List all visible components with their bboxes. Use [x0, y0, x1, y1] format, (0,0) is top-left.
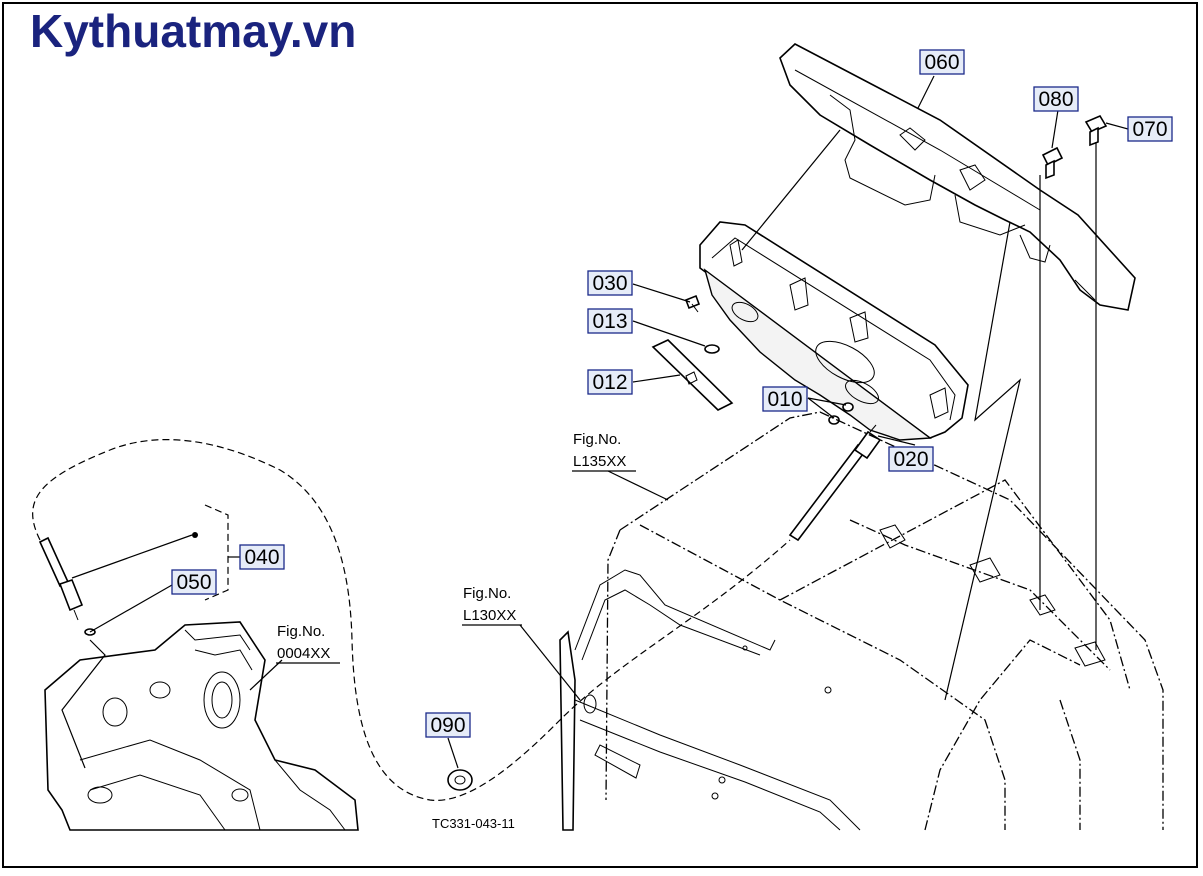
svg-text:010: 010	[767, 388, 802, 411]
svg-text:080: 080	[1038, 88, 1073, 111]
oring-013	[704, 344, 720, 354]
label-013[interactable]: 013	[587, 308, 633, 334]
svg-text:0004XX: 0004XX	[277, 645, 330, 662]
bolt-070	[1084, 114, 1108, 147]
guide-line-panel	[741, 129, 841, 251]
label-050[interactable]: 050	[171, 569, 217, 595]
svg-text:L135XX: L135XX	[573, 453, 626, 470]
label-080[interactable]: 080	[1033, 86, 1079, 112]
leader-lines	[89, 75, 1129, 769]
label-090[interactable]: 090	[425, 712, 471, 738]
sensor-040	[38, 536, 96, 636]
svg-text:013: 013	[592, 310, 627, 333]
svg-text:Fig.No.: Fig.No.	[277, 623, 325, 640]
meter-cover-060	[779, 43, 1136, 311]
label-070[interactable]: 070	[1127, 116, 1173, 142]
svg-text:070: 070	[1132, 118, 1167, 141]
figref-0004[interactable]: Fig.No. 0004XX	[276, 623, 340, 664]
svg-text:030: 030	[592, 272, 627, 295]
label-040[interactable]: 040	[239, 544, 285, 570]
leader-040-inner	[71, 534, 193, 579]
leader-040-dot	[192, 532, 198, 538]
svg-text:Fig.No.: Fig.No.	[463, 585, 511, 602]
transmission-housing	[44, 621, 359, 831]
figref-l135[interactable]: Fig.No. L135XX	[572, 431, 636, 472]
svg-text:050: 050	[176, 571, 211, 594]
label-020[interactable]: 020	[888, 446, 934, 472]
svg-text:040: 040	[244, 546, 279, 569]
label-010[interactable]: 010	[762, 386, 808, 412]
speedometer-cable	[32, 438, 791, 801]
figref-l130[interactable]: Fig.No. L130XX	[462, 585, 522, 626]
svg-text:Fig.No.: Fig.No.	[573, 431, 621, 448]
front-panel	[559, 569, 861, 831]
meter-panel-010	[699, 221, 969, 441]
brand-watermark: Kythuatmay.vn	[30, 5, 357, 57]
svg-text:090: 090	[430, 714, 465, 737]
svg-text:L130XX: L130XX	[463, 607, 516, 624]
diagram-code: TC331-043-11	[432, 816, 515, 831]
label-030[interactable]: 030	[587, 270, 633, 296]
label-060[interactable]: 060	[919, 49, 965, 75]
screw-030	[684, 294, 701, 313]
bolt-080	[1041, 146, 1064, 180]
dash-panel-outline	[605, 411, 1164, 831]
svg-text:060: 060	[924, 51, 959, 74]
cable-shaft-020	[788, 424, 882, 542]
bracket-040	[204, 504, 229, 601]
label-012[interactable]: 012	[587, 369, 633, 395]
plate-012	[651, 339, 734, 411]
svg-text:012: 012	[592, 371, 627, 394]
leader-cable-housing	[61, 639, 106, 769]
guide-line-cover	[944, 221, 1022, 701]
grommet-090	[447, 769, 473, 791]
svg-text:020: 020	[893, 448, 928, 471]
